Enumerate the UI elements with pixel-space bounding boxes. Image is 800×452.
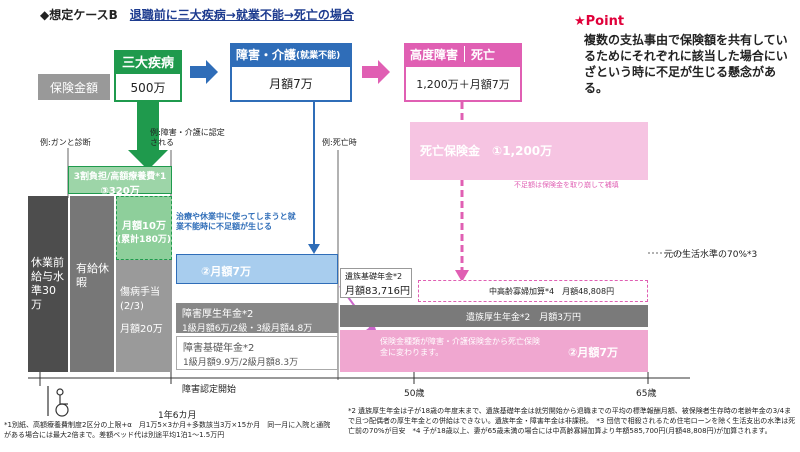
disability-basic-label: 障害基礎年金*2 [183,343,255,354]
footnote-left: *1別紙、高額療養費制度2区分の上限+α 月1万5×3か月+多数該当3万×15か… [4,421,331,439]
disability-welfare-bar: 障害厚生年金*2 1級月額6万/2級・3級月額4.8万 [176,303,338,334]
point-text: 複数の支払事由で保険額を共有しているためにそれぞれに該当した場合にいざという時に… [584,33,788,95]
warning-text: 治療や休業中に使ってしまうと就業不能時に不足額が生じる [176,212,296,231]
monthly-10-total: (累計180万) [117,235,172,245]
sick-pay-label: 傷病手当(2/3) [120,287,160,312]
insurance-switch-text: 保険金種類が障害・介護保険金から死亡保険金に変わります。 [380,337,540,357]
sick-pay-monthly: 月額20万 [120,324,163,335]
widow-addition-bar: 中高齢寡婦加算*4 月額48,808円 [418,280,648,302]
disability-welfare-label: 障害厚生年金*2 [182,309,254,320]
timeline-age-65: 65歳 [636,389,657,399]
death-header-text: 高度障害 [410,47,459,62]
disability-header-text: 障害・介護 [236,47,297,62]
survivor-welfare-label: 遺族厚生年金*2 月額3万円 [466,313,581,323]
arrow-right-blue-icon [190,60,218,84]
event-death: 例:死亡時 [322,138,357,147]
monthly-10-bar: 月額10万 (累計180万) [116,196,172,260]
death-amount: 1,200万＋月額7万 [404,65,522,102]
copay-bar: 3割負担/高額療養費*1 ③320万 [68,166,172,197]
death-benefit-bar: 死亡保険金 ①1,200万 [410,122,648,180]
death-benefit-amount: ①1,200万 [492,144,553,158]
death-benefit-label: 死亡保険金 ①1,200万 [410,122,648,159]
point-label: ★Point [574,14,625,29]
event-cancer: 例:ガンと診断 [40,138,91,147]
footnote-right: *2 遺族厚生年金は子が18歳の年度末まで、遺族基礎年金は就労開始から退職までの… [348,407,796,435]
shortfall-note: 不足額は保険金を取り崩して補填 [514,181,619,189]
disability-basic-detail: 1級月額9.9万/2級月額8.3万 [183,358,299,368]
death-header: 高度障害 死亡 [404,43,522,65]
event-care-cert: 例:障害・介護に認定される [150,128,225,147]
paid-leave-label: 有給休暇 [76,262,109,289]
timeline-age-50: 50歳 [404,389,425,399]
timeline-disability-start: 障害認定開始 [182,385,237,395]
copay-label: 3割負担/高額療養費*1 [73,172,167,182]
paid-leave-bar: 有給休暇 [70,196,114,372]
insurance-switch-bar: 保険金種類が障害・介護保険金から死亡保険金に変わります。 ②月額7万 [340,330,648,372]
survivor-welfare-bar: 遺族厚生年金*2 月額3万円 [340,305,648,327]
arrow-down-green-icon [128,102,168,170]
monthly-7-bar: ②月額7万 [176,254,338,284]
disability-amount: 月額7万 [230,65,352,102]
disability-welfare-detail: 1級月額6万/2級・3級月額4.8万 [182,324,313,334]
survivor-basic-bar: 遺族基礎年金*2 月額83,716円 [340,268,412,298]
survivor-basic-amount: 月額83,716円 [345,286,410,297]
monthly-7-end-label: ②月額7万 [568,346,618,359]
disability-header: 障害・介護(就業不能) [230,43,352,65]
arrow-down-blue-icon [308,244,320,254]
title-main: 退職前に三大疾病→就業不能→死亡の場合 [129,8,354,22]
widow-addition-label: 中高齢寡婦加算*4 月額48,808円 [489,287,615,296]
monthly-10-label: 月額10万 [122,221,166,232]
survivor-basic-label: 遺族基礎年金*2 [345,272,403,281]
copay-amount: ③320万 [100,186,140,197]
disability-basic-bar: 障害基礎年金*2 1級月額9.9万/2級月額8.3万 [176,336,338,370]
salary-bar: 休業前給与水準30万 [28,196,68,372]
death-benefit-text: 死亡保険金 [420,144,481,158]
timeline-year-half: 1年6カ月 [158,411,197,421]
monthly-7-label: ②月額7万 [201,265,251,278]
arrow-right-pink-icon [362,60,390,84]
critical-illness-header: 三大疾病 [114,50,182,72]
arrow-down-pink-icon [455,270,469,282]
wheelchair-person-icon [47,386,69,417]
critical-illness-amount: 500万 [114,72,182,102]
page-title: ◆想定ケースB 退職前に三大疾病→就業不能→死亡の場合 [40,6,354,23]
death-header-text2: 死亡 [471,47,496,62]
living-standard-label: 元の生活水準の70%*3 [664,250,758,260]
insured-amount-label: 保険金額 [38,74,110,100]
disability-header-note: (就業不能) [296,50,341,61]
salary-label: 休業前給与水準30万 [31,256,64,311]
title-prefix: ◆想定ケースB [40,8,118,22]
